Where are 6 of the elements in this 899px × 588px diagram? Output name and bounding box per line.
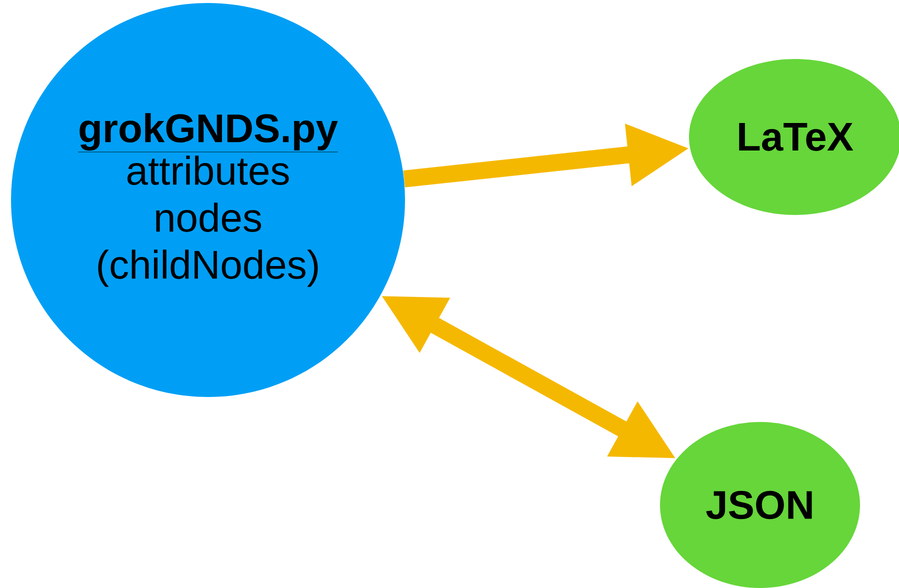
ellipse-node [660,422,860,588]
body-text: attributes nodes (childNodes) [98,156,318,287]
node-label: JSON [706,490,812,520]
heading: grokGNDS.py [78,113,338,152]
node-label: LaTeX [739,123,854,151]
circle-node [11,3,405,397]
